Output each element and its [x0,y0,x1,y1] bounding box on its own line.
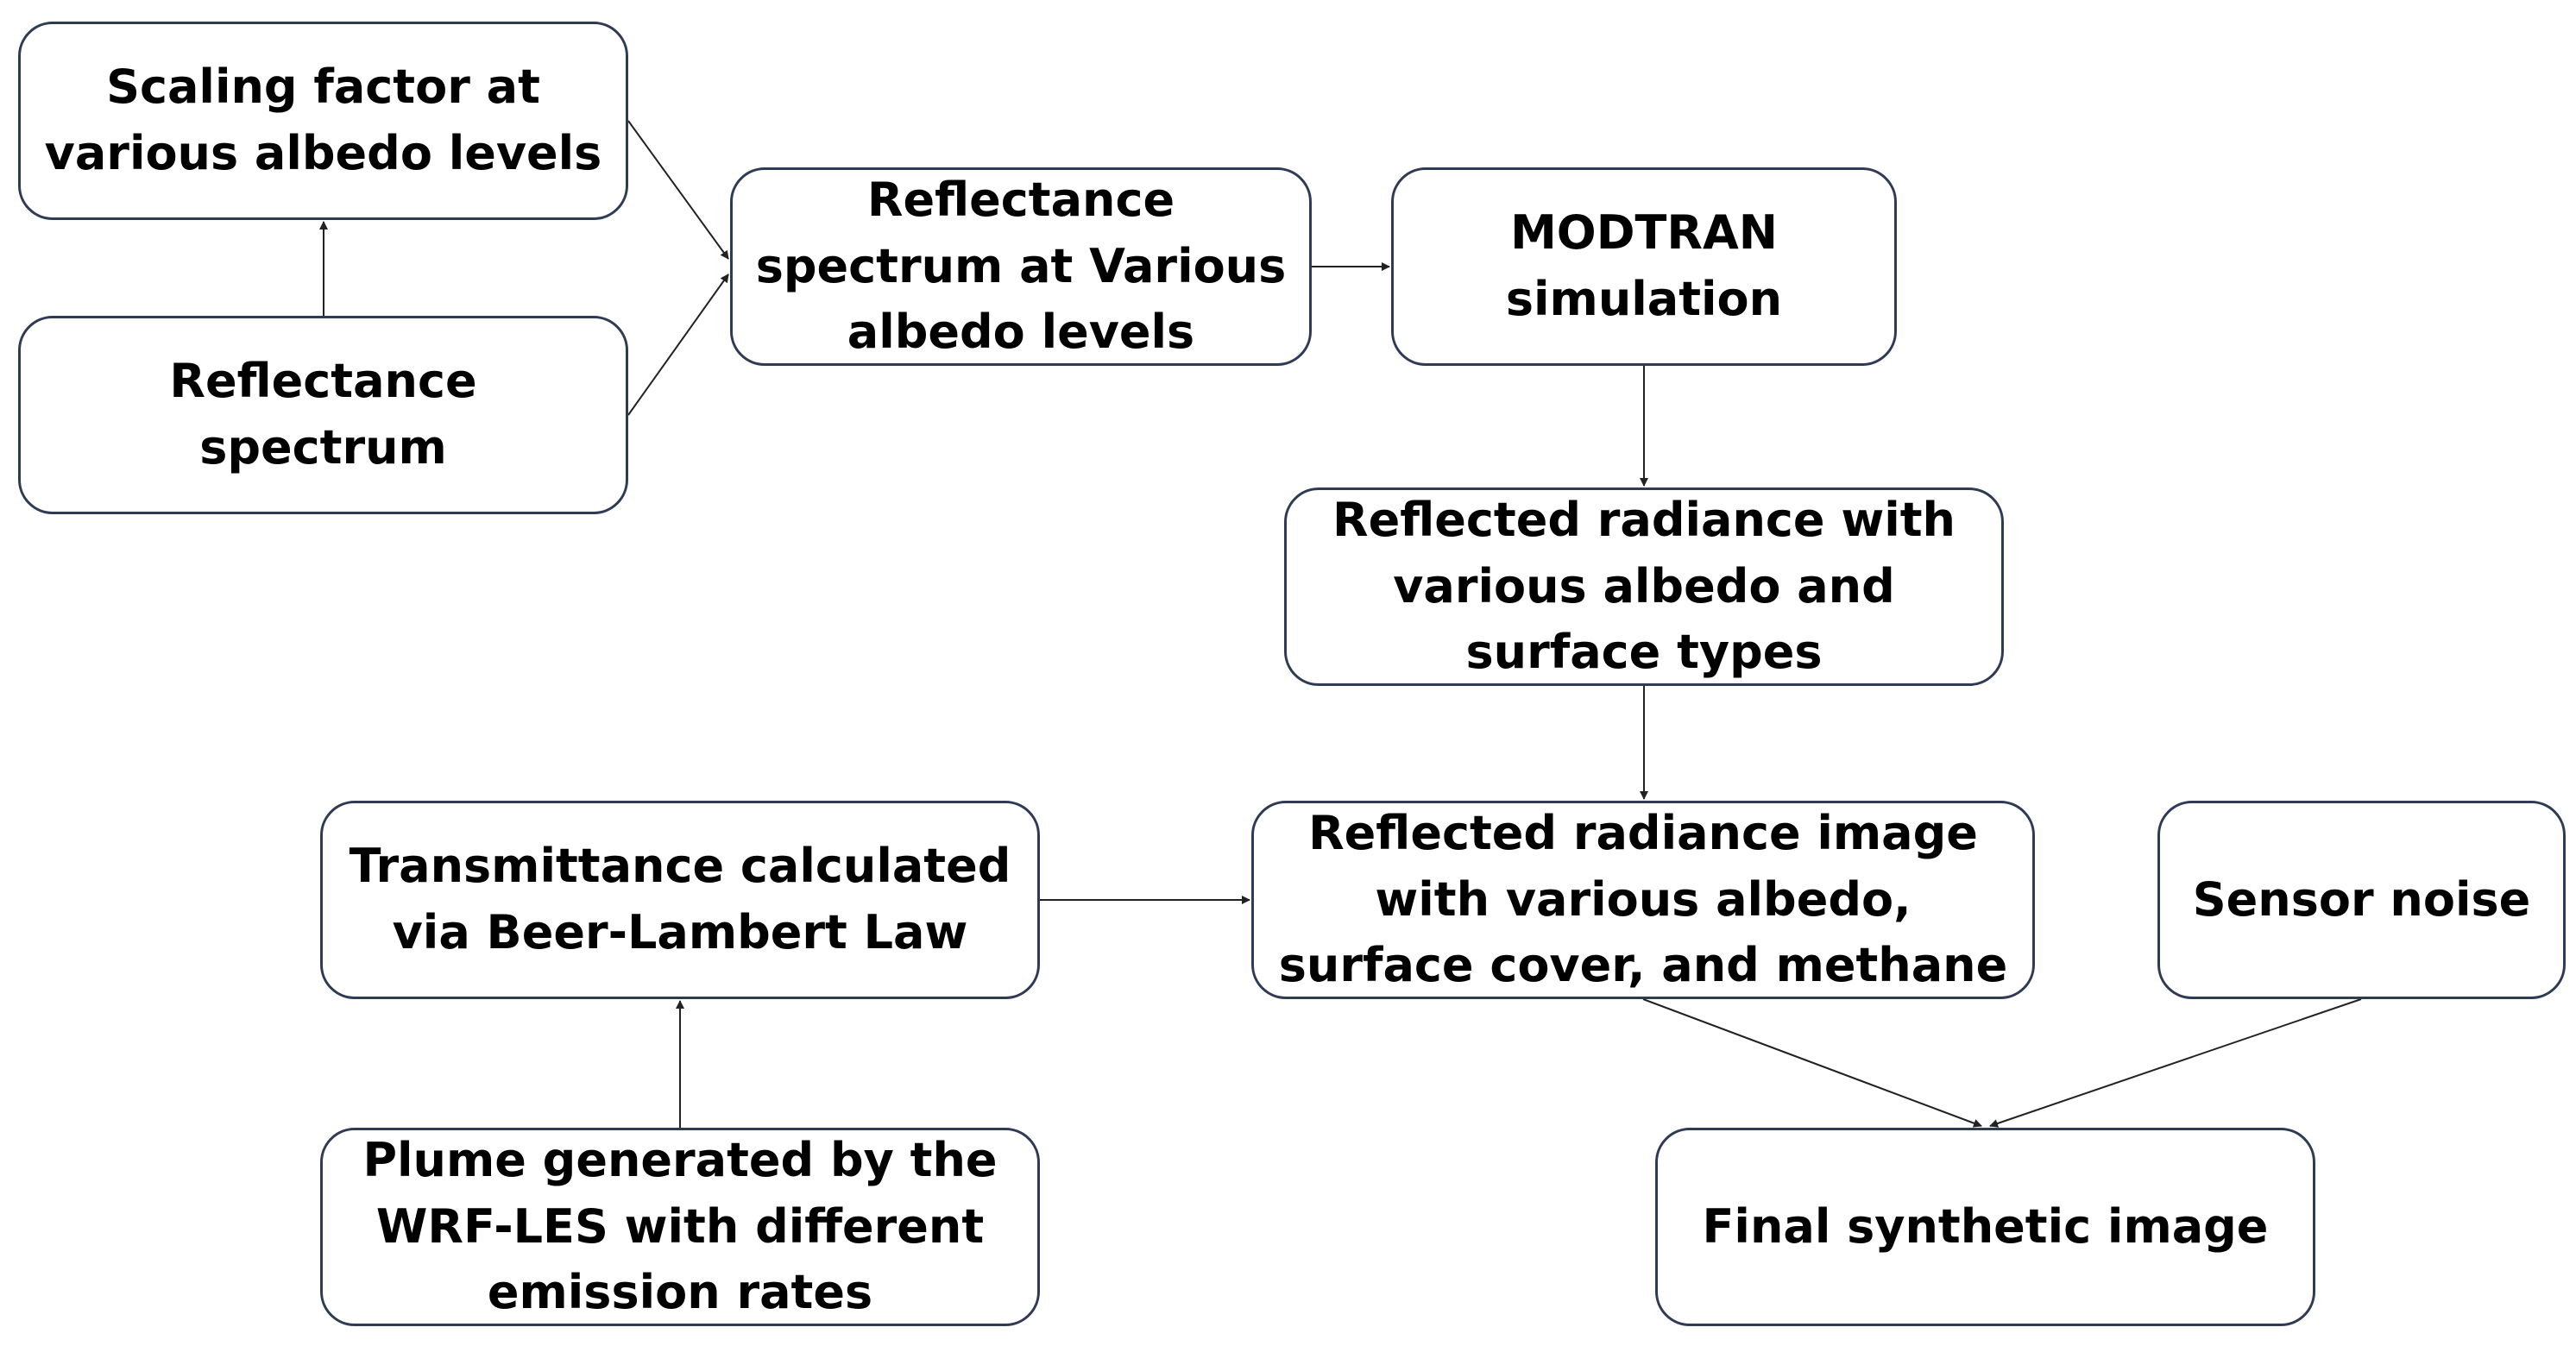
node-reflectance-spectrum: Reflectance spectrum [18,316,628,514]
node-label: MODTRAN simulation [1505,205,1783,326]
arrow-scaling-factor-to-reflectance-albedo [627,120,729,260]
node-reflected-radiance-image: Reflected radiance image with various al… [1251,801,2035,999]
arrow-radiance-image-to-final-image [1642,998,1982,1128]
node-plume: Plume generated by the WRF-LES with diff… [320,1128,1040,1326]
node-reflectance-spectrum-albedo: Reflectance spectrum at Various albedo l… [730,167,1312,366]
node-scaling-factor: Scaling factor at various albedo levels [18,22,628,220]
node-sensor-noise: Sensor noise [2157,801,2566,999]
node-label: Reflected radiance image with various al… [1278,806,2008,993]
node-label: Final synthetic image [1702,1198,2269,1254]
node-label: Reflected radiance with various albedo a… [1332,493,1956,680]
node-label: Reflectance spectrum at Various albedo l… [755,173,1287,360]
node-modtran-simulation: MODTRAN simulation [1391,167,1897,366]
node-final-synthetic-image: Final synthetic image [1655,1128,2315,1326]
arrow-reflectance-spectrum-to-reflectance-albedo [627,274,729,416]
node-transmittance: Transmittance calculated via Beer-Lamber… [320,801,1040,999]
node-label: Transmittance calculated via Beer-Lamber… [349,839,1011,959]
node-label: Reflectance spectrum [169,354,477,475]
node-label: Sensor noise [2192,871,2531,927]
node-label: Plume generated by the WRF-LES with diff… [362,1133,998,1320]
node-label: Scaling factor at various albedo levels [44,60,602,180]
node-reflected-radiance: Reflected radiance with various albedo a… [1284,487,2004,686]
arrow-sensor-noise-to-final-image [1989,998,2362,1128]
